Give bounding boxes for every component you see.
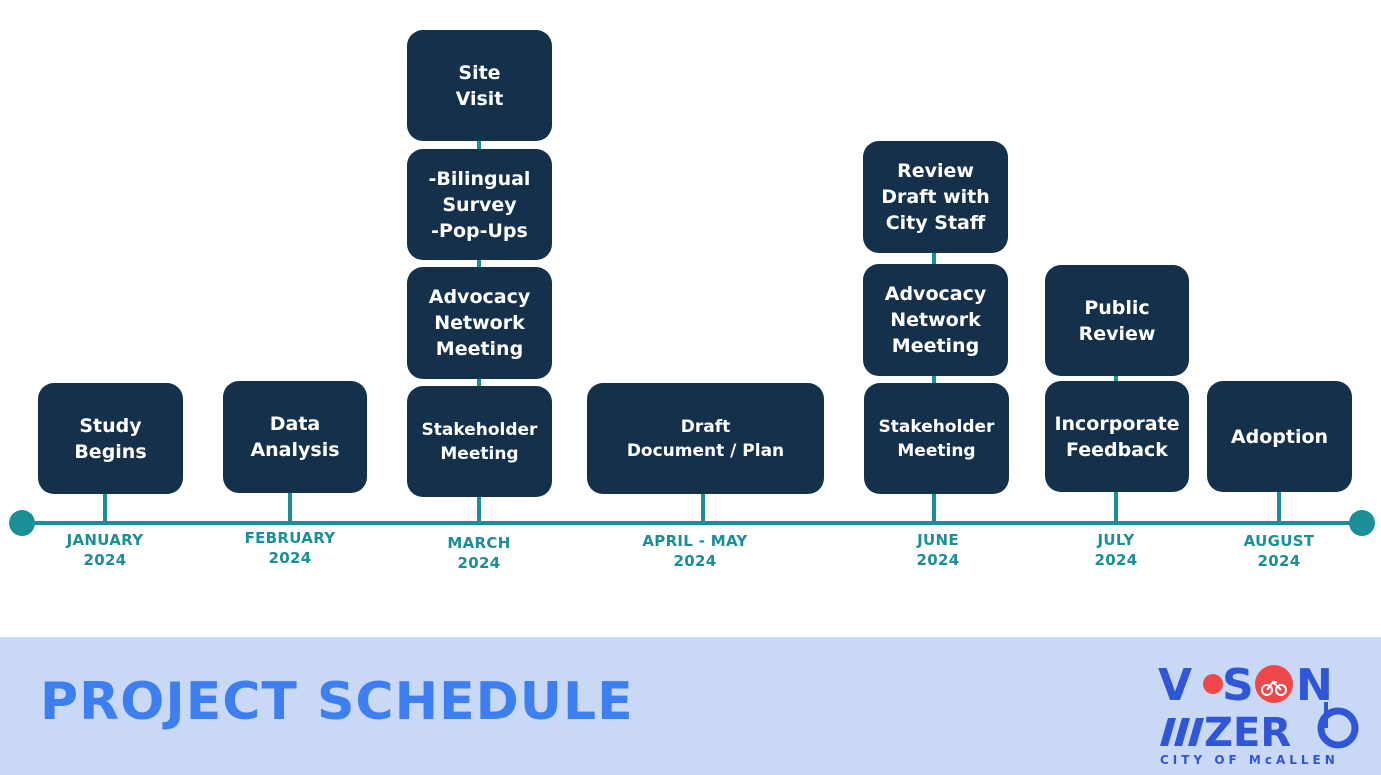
timeline-end-dot xyxy=(1349,510,1375,536)
milestone-study-begins: Study Begins xyxy=(38,383,183,494)
date-month: MARCH xyxy=(447,534,511,552)
milestone-advocacy-meeting-march: Advocacy Network Meeting xyxy=(407,267,552,379)
page-title: PROJECT SCHEDULE xyxy=(40,672,634,732)
milestone-public-review: Public Review xyxy=(1045,265,1189,376)
milestone-incorporate-feedback: Incorporate Feedback xyxy=(1045,381,1189,492)
date-february: FEBRUARY 2024 xyxy=(210,528,370,568)
date-july: JULY 2024 xyxy=(1036,530,1196,570)
connector-january xyxy=(103,494,107,522)
milestone-adoption: Adoption xyxy=(1207,381,1352,492)
logo-stripe xyxy=(1160,718,1176,746)
milestone-data-analysis: Data Analysis xyxy=(223,381,367,493)
pedestrian-icon xyxy=(1203,674,1223,694)
timeline-axis xyxy=(22,521,1362,525)
date-month: JULY xyxy=(1097,531,1135,549)
date-april-may: APRIL - MAY 2024 xyxy=(615,531,775,571)
date-year: 2024 xyxy=(1257,552,1301,570)
milestone-review-draft: Review Draft with City Staff xyxy=(863,141,1008,253)
timeline-start-dot xyxy=(9,510,35,536)
connector-june xyxy=(932,240,936,522)
date-month: FEBRUARY xyxy=(244,529,336,547)
logo-zero: ZER xyxy=(1204,710,1291,756)
date-month: AUGUST xyxy=(1243,532,1315,550)
date-august: AUGUST 2024 xyxy=(1199,531,1359,571)
connector-april-may xyxy=(701,494,705,522)
date-year: 2024 xyxy=(268,549,312,567)
date-month: JUNE xyxy=(917,531,959,549)
milestone-bilingual-survey: -Bilingual Survey -Pop-Ups xyxy=(407,149,552,260)
date-month: JANUARY xyxy=(66,531,144,549)
logo-s: S xyxy=(1222,660,1254,711)
date-year: 2024 xyxy=(1094,551,1138,569)
logo-v: V xyxy=(1158,660,1192,711)
date-march: MARCH 2024 xyxy=(399,533,559,573)
logo-o xyxy=(1317,707,1359,749)
logo-tagline: CITY OF McALLEN xyxy=(1160,753,1339,767)
milestone-stakeholder-meeting-march: Stakeholder Meeting xyxy=(407,386,552,497)
footer-band xyxy=(0,637,1381,775)
milestone-stakeholder-meeting-june: Stakeholder Meeting xyxy=(864,383,1009,494)
milestone-draft-document: Draft Document / Plan xyxy=(587,383,824,494)
date-year: 2024 xyxy=(457,554,501,572)
date-year: 2024 xyxy=(916,551,960,569)
logo-stripe xyxy=(1188,718,1204,746)
date-january: JANUARY 2024 xyxy=(25,530,185,570)
milestone-site-visit: Site Visit xyxy=(407,30,552,141)
logo-stripe xyxy=(1174,718,1190,746)
date-june: JUNE 2024 xyxy=(858,530,1018,570)
date-month: APRIL - MAY xyxy=(642,532,748,550)
date-year: 2024 xyxy=(673,552,717,570)
connector-august xyxy=(1277,492,1281,522)
connector-february xyxy=(288,493,292,522)
milestone-advocacy-meeting-june: Advocacy Network Meeting xyxy=(863,264,1008,376)
vision-zero-logo: V S N ZER CITY OF McALLEN xyxy=(1158,660,1359,767)
date-year: 2024 xyxy=(83,551,127,569)
